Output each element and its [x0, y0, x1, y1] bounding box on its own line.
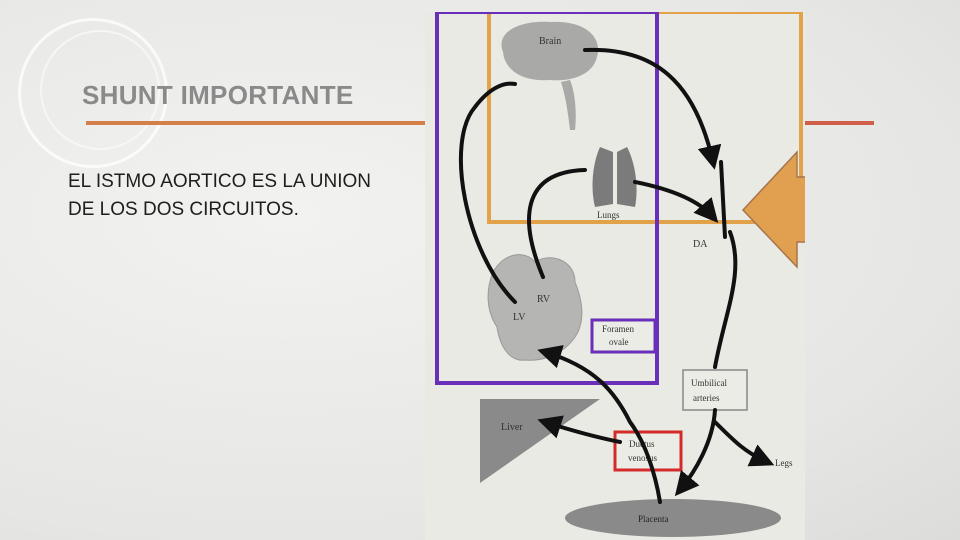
lungs-organ: Lungs: [592, 147, 637, 220]
orange-region-box: [487, 12, 803, 224]
flow-rv-to-lungs: [527, 168, 587, 279]
slide-title: SHUNT IMPORTANTE: [82, 80, 354, 110]
foramen-ovale-label-2: ovale: [609, 337, 629, 347]
flow-ductus-arteriosus: [719, 160, 727, 239]
da-label: DA: [693, 239, 708, 250]
title-underline: [86, 121, 431, 125]
decorative-circle-inner: [40, 30, 160, 150]
fetal-circulation-diagram: Brain Lungs DA RV LV Foramen ovale Umbil…: [425, 12, 805, 540]
umbilical-arteries-box: Umbilical arteries: [682, 369, 748, 411]
flow-ductus-to-liver: [537, 415, 622, 444]
flow-to-legs: [713, 420, 775, 467]
brain-organ: Brain: [501, 21, 599, 130]
umbilical-label-1: Umbilical: [691, 378, 727, 388]
flow-lv-to-brain: [458, 81, 517, 304]
flow-da-to-umbilical: [713, 230, 738, 369]
flow-brain-to-da: [583, 47, 722, 170]
rv-label: RV: [537, 294, 551, 305]
liver-label: Liver: [501, 422, 523, 433]
ductus-label-2: venosus: [628, 453, 657, 463]
flow-umbilical-to-placenta: [674, 408, 717, 497]
title-underline-right: [804, 121, 874, 125]
flow-placenta-to-heart: [537, 345, 662, 504]
foramen-ovale-label-1: Foramen: [602, 324, 634, 334]
liver-organ: Liver: [480, 399, 600, 483]
blood-flow-arrows: [458, 47, 775, 504]
placenta-organ: Placenta: [565, 499, 781, 537]
legs-label: Legs: [775, 458, 793, 468]
placenta-label: Placenta: [638, 514, 669, 524]
flow-lungs-to-da: [633, 180, 719, 224]
purple-region-box: [435, 12, 659, 385]
lv-label: LV: [513, 312, 526, 323]
pointer-arrow: [741, 150, 805, 269]
slide-body-text: EL ISTMO AORTICO ES LA UNION DE LOS DOS …: [68, 171, 372, 220]
decorative-circle: [18, 18, 168, 168]
brain-label: Brain: [539, 36, 561, 47]
lungs-label: Lungs: [597, 210, 620, 220]
heart-organ: RV LV: [487, 254, 583, 361]
umbilical-label-2: arteries: [693, 393, 720, 403]
foramen-ovale-box: Foramen ovale: [590, 318, 657, 354]
